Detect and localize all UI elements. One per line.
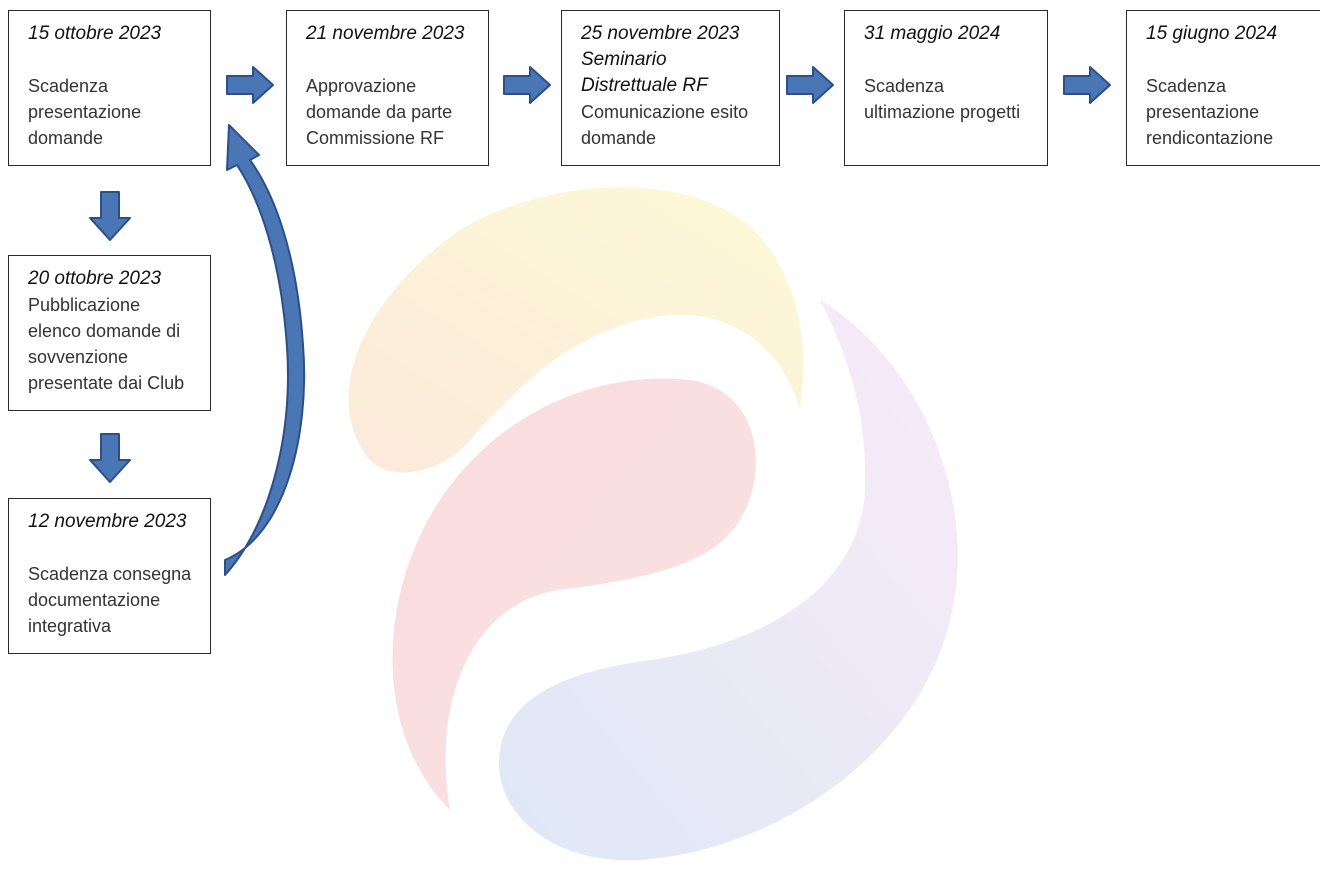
step-description: Scadenza presentazione domande	[28, 76, 142, 148]
step-box-12-novembre: 12 novembre 2023 Scadenza consegna docum…	[8, 498, 211, 654]
step-box-15-giugno: 15 giugno 2024 Scadenza presentazione re…	[1126, 10, 1320, 166]
step-description: Scadenza ultimazione progetti	[864, 76, 1021, 122]
step-subtitle: Seminario Distrettuale RF	[581, 49, 708, 96]
step-box-15-ottobre: 15 ottobre 2023 Scadenza presentazione d…	[8, 10, 211, 166]
down-arrow-icon	[89, 191, 131, 241]
step-description: Scadenza presentazione rendicontazione	[1146, 76, 1274, 148]
step-description: Approvazione domande da parte Commission…	[306, 76, 453, 148]
swirl-logo-watermark	[348, 187, 958, 861]
step-description: Comunicazione esito domande	[581, 102, 749, 148]
right-arrow-icon	[226, 66, 274, 104]
step-date: 31 maggio 2024	[864, 23, 1001, 44]
right-arrow-icon	[1063, 66, 1111, 104]
step-date: 12 novembre 2023	[28, 511, 187, 532]
step-date: 25 novembre 2023	[581, 23, 740, 44]
step-date: 15 ottobre 2023	[28, 23, 162, 44]
step-box-21-novembre: 21 novembre 2023 Approvazione domande da…	[286, 10, 489, 166]
step-box-25-novembre: 25 novembre 2023 Seminario Distrettuale …	[561, 10, 780, 166]
down-arrow-icon	[89, 433, 131, 483]
step-date: 21 novembre 2023	[306, 23, 465, 44]
step-description: Scadenza consegna documentazione integra…	[28, 564, 192, 636]
step-description: Pubblicazione elenco domande di sovvenzi…	[28, 295, 185, 393]
right-arrow-icon	[503, 66, 551, 104]
curved-return-arrow-icon	[224, 124, 306, 576]
right-arrow-icon	[786, 66, 834, 104]
step-box-31-maggio: 31 maggio 2024 Scadenza ultimazione prog…	[844, 10, 1048, 166]
step-box-20-ottobre: 20 ottobre 2023 Pubblicazione elenco dom…	[8, 255, 211, 411]
step-date: 15 giugno 2024	[1146, 23, 1278, 44]
step-date: 20 ottobre 2023	[28, 268, 162, 289]
